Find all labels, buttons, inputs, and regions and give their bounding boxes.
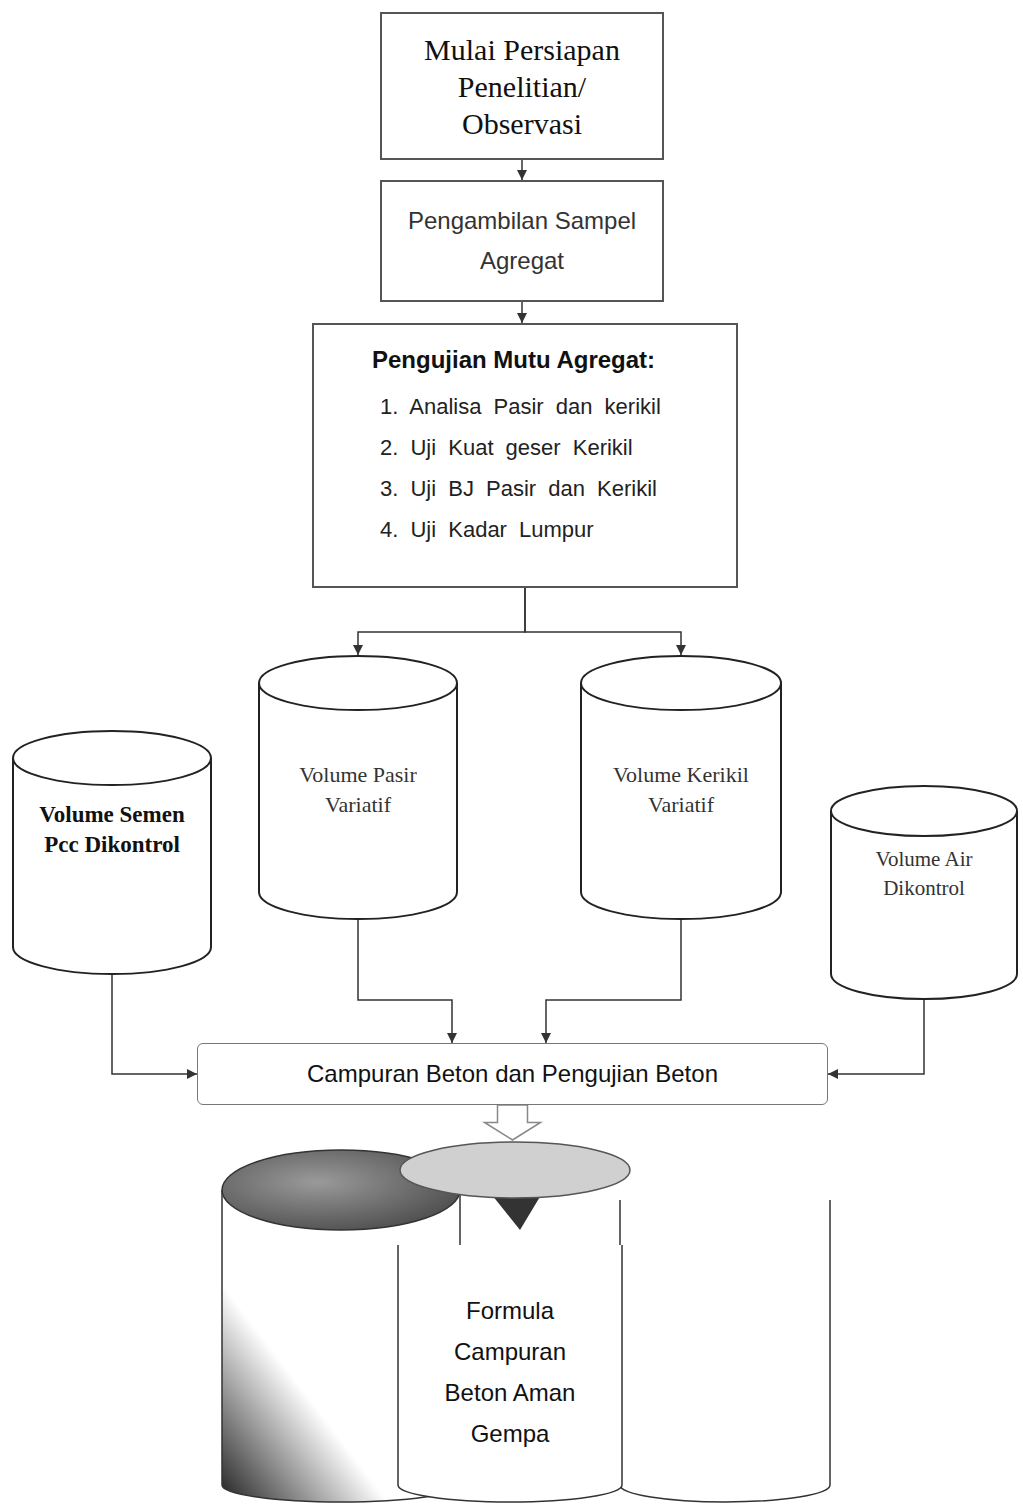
list-item: 4. Uji Kadar Lumpur	[380, 516, 724, 544]
node-label: Pengambilan Sampel Agregat	[400, 201, 645, 281]
flow-arrow	[546, 920, 681, 1043]
middle-disk	[400, 1142, 630, 1198]
flow-arrow	[358, 920, 452, 1043]
cylinder-outline	[580, 655, 782, 920]
flow-arrow	[525, 588, 681, 655]
flow-arrow	[828, 1000, 924, 1074]
cylinder-label: Volume Kerikil Variatif	[606, 760, 756, 820]
cylinder-label: Volume Semen Pcc Dikontrol	[37, 800, 187, 860]
block-arrow	[485, 1105, 541, 1140]
material-cylinder: Volume Air Dikontrol	[830, 785, 1018, 1000]
flow-arrow	[112, 975, 197, 1074]
cylinder-body	[13, 731, 211, 974]
cylinder-body	[831, 786, 1017, 999]
front-cylinder-fill	[398, 1245, 622, 1502]
cylinder-label: Volume Pasir Variatif	[283, 760, 433, 820]
process-box: Pengambilan Sampel Agregat	[380, 180, 664, 302]
flow-arrow	[521, 160, 523, 180]
mix-test-box: Campuran Beton dan Pengujian Beton	[197, 1043, 828, 1105]
flow-arrow	[358, 588, 525, 655]
cylinder-body	[259, 656, 457, 919]
front-cylinder	[398, 1245, 622, 1502]
list-item: 2. Uji Kuat geser Kerikil	[380, 434, 724, 462]
list-heading: Pengujian Mutu Agregat:	[372, 343, 724, 377]
test-list-box: Pengujian Mutu Agregat: 1. Analisa Pasir …	[312, 323, 738, 588]
cylinder-rim	[581, 683, 781, 710]
cylinder-rim	[13, 758, 211, 785]
material-cylinder: Volume Semen Pcc Dikontrol	[12, 730, 212, 975]
cylinder-outline	[258, 655, 458, 920]
node-label: Campuran Beton dan Pengujian Beton	[307, 1059, 718, 1089]
back-right-cylinder	[620, 1200, 830, 1502]
list-item: 3. Uji BJ Pasir dan Kerikil	[380, 475, 724, 503]
start-box: Mulai Persiapan Penelitian/ Observasi	[380, 12, 664, 160]
material-cylinder: Volume Kerikil Variatif	[580, 655, 782, 920]
cylinder-label: Volume Air Dikontrol	[839, 845, 1009, 903]
list-item: 1. Analisa Pasir dan kerikil	[380, 393, 724, 421]
flow-arrow	[521, 302, 523, 323]
node-label: Mulai Persiapan Penelitian/ Observasi	[402, 31, 642, 142]
material-cylinder: Volume Pasir Variatif	[258, 655, 458, 920]
cylinder-rim	[831, 811, 1017, 836]
cylinder-body	[581, 656, 781, 919]
cylinder-rim	[259, 683, 457, 710]
result-cylinders: Formula Campuran Beton Aman Gempa	[220, 1140, 830, 1502]
result-label: Formula Campuran Beton Aman Gempa	[426, 1290, 594, 1454]
